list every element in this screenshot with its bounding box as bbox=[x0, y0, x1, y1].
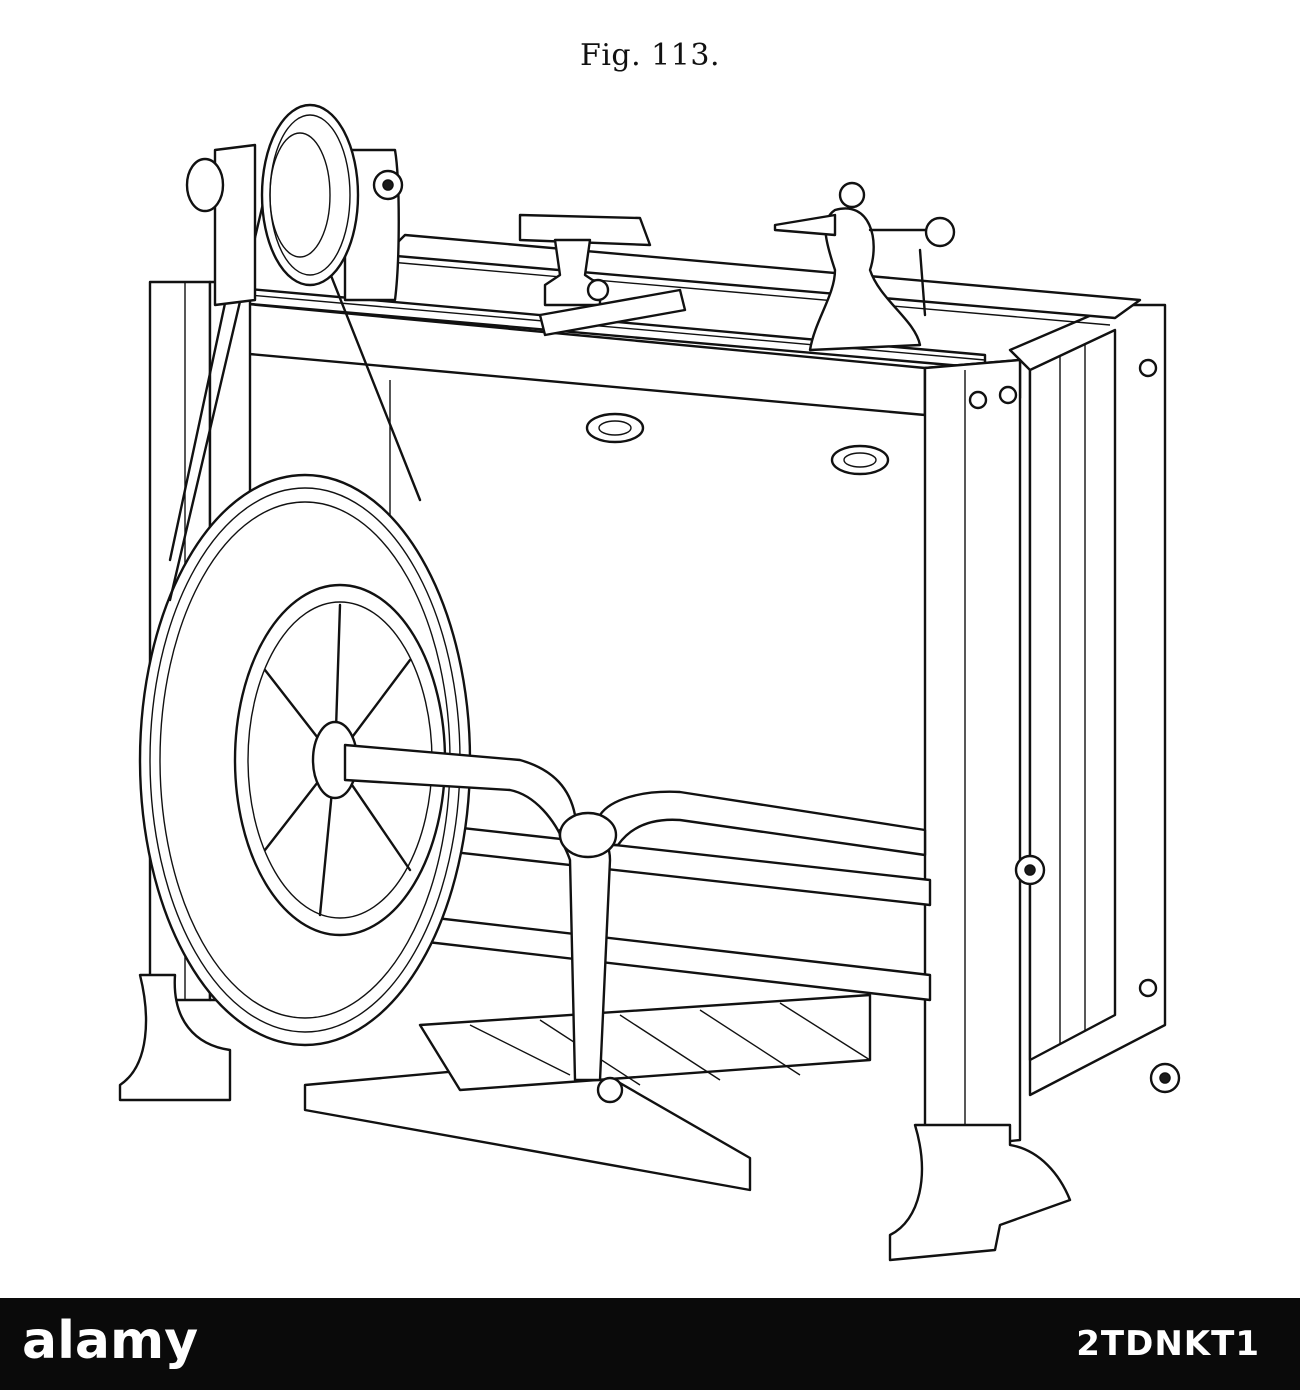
crankshaft bbox=[343, 743, 927, 1082]
watermark-footer: alamy 2TDNKT1 bbox=[0, 1298, 1300, 1390]
lathe-frame-front-right bbox=[888, 358, 1072, 1262]
svg-text:alamy: alamy bbox=[22, 1312, 198, 1371]
tool-rest bbox=[518, 213, 687, 337]
tailstock bbox=[773, 181, 956, 352]
headstock bbox=[185, 103, 404, 307]
flywheel bbox=[138, 473, 472, 1047]
alamy-logo-icon: alamy bbox=[22, 1312, 198, 1371]
lathe-lower-rails bbox=[249, 380, 932, 1002]
lathe-frame-right bbox=[1008, 303, 1181, 1097]
treadle-lathe-illustration bbox=[118, 103, 1181, 1262]
stock-image-id: 2TDNKT1 bbox=[1076, 1324, 1260, 1364]
figure-caption: Fig. 113. bbox=[580, 38, 720, 73]
figure-area: Fig. 113. bbox=[118, 38, 1181, 1262]
treadle-platform bbox=[303, 993, 872, 1192]
bed-hanging-rings bbox=[585, 412, 890, 476]
